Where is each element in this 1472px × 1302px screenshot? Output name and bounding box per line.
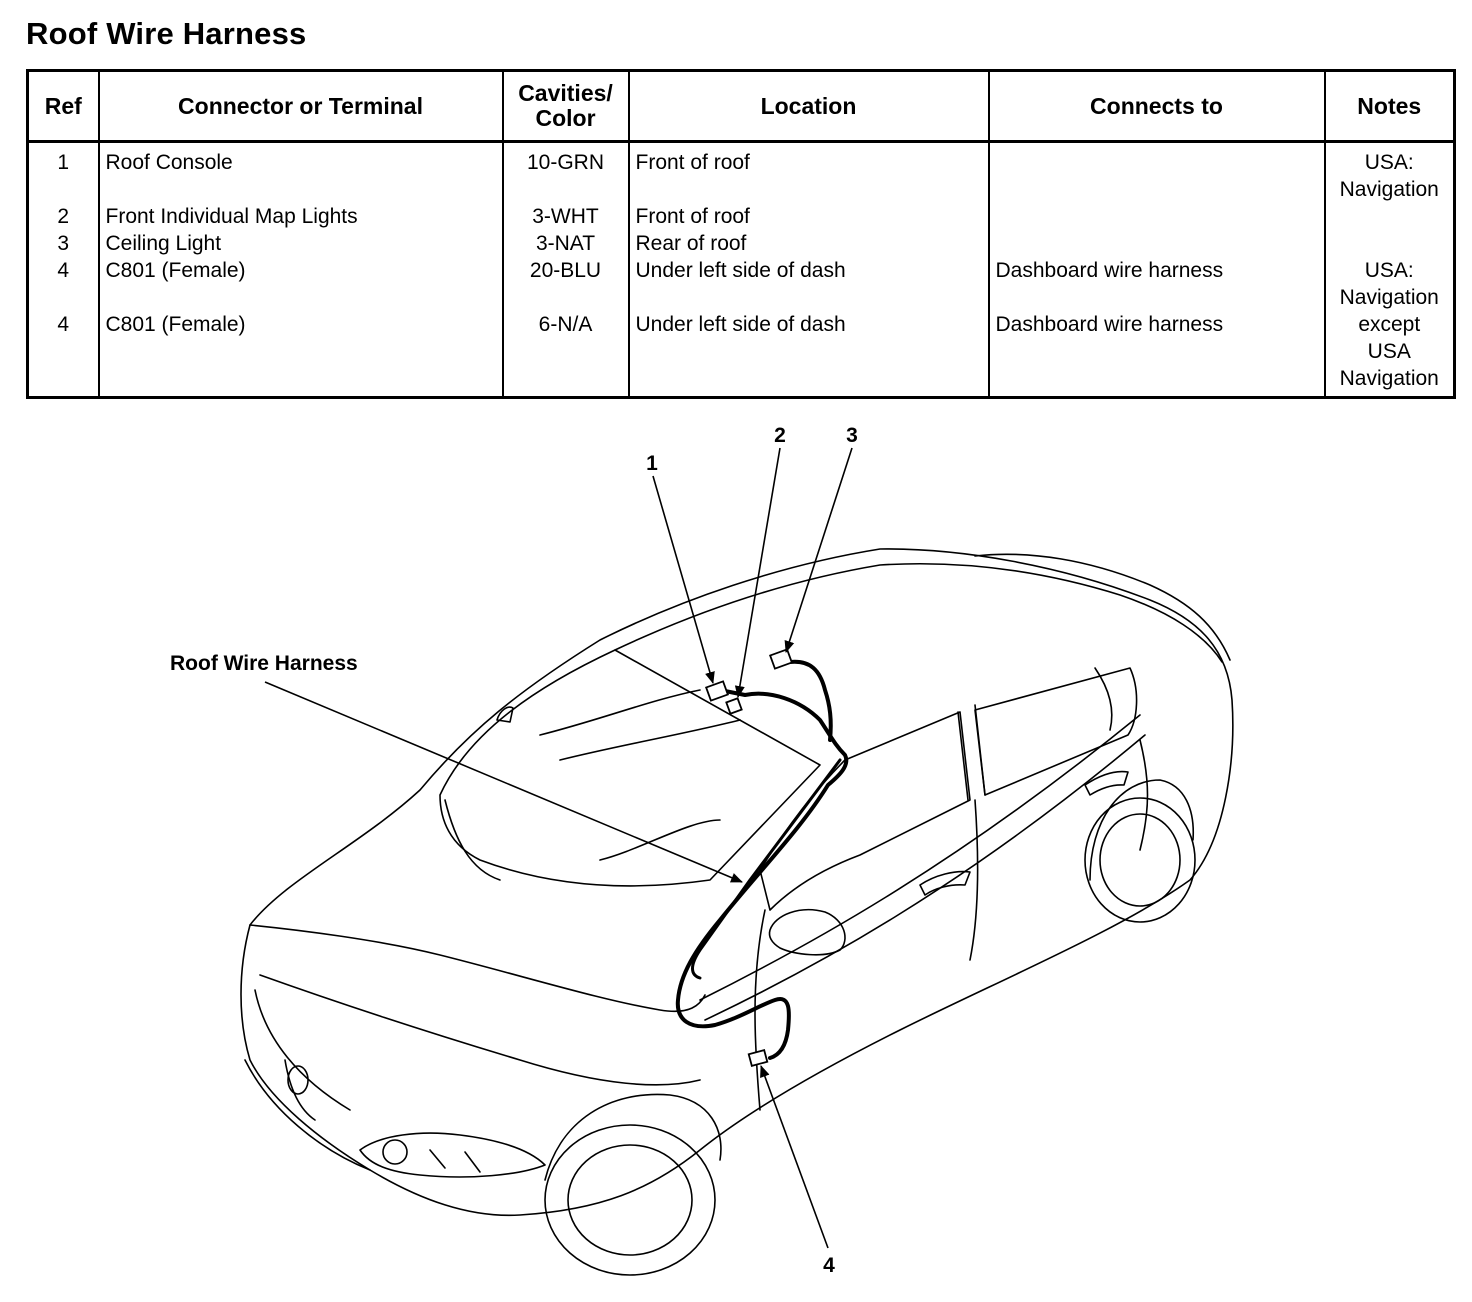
header-cavities: Cavities/ Color — [501, 69, 630, 143]
connector-2 — [725, 697, 743, 715]
connectors — [704, 648, 794, 1067]
header-cavities-line2: Color — [535, 105, 596, 131]
callout-4: 4 — [823, 1254, 835, 1277]
windshield — [439, 649, 821, 887]
cell-cavities: 3-NAT — [501, 230, 630, 257]
leader-harness — [264, 681, 743, 883]
connector-4 — [747, 1049, 769, 1067]
headlight — [359, 1132, 546, 1178]
front-wheel — [544, 1093, 722, 1276]
header-ref: Ref — [26, 69, 100, 143]
header-location: Location — [627, 69, 990, 143]
cell-connects-to — [987, 203, 1326, 230]
cell-cavities: 10-GRN — [501, 141, 630, 203]
cell-ref: 4 — [26, 311, 100, 398]
leader-lines — [264, 447, 853, 1249]
cell-connector: C801 (Female) — [97, 311, 504, 398]
header-connector: Connector or Terminal — [97, 69, 504, 143]
notes-line: except — [1358, 313, 1421, 336]
notes-line: Navigation — [1339, 367, 1439, 390]
leader-2 — [734, 447, 781, 698]
connector-3 — [768, 648, 794, 670]
cell-ref: 1 — [26, 141, 100, 203]
cell-ref: 4 — [26, 257, 100, 311]
cell-notes: USA: Navigation — [1323, 257, 1456, 311]
cell-location: Rear of roof — [627, 230, 990, 257]
connector-table: Ref Connector or Terminal Cavities/ Colo… — [26, 69, 1456, 399]
table-header-row: Ref Connector or Terminal Cavities/ Colo… — [26, 69, 1456, 143]
cell-location: Under left side of dash — [627, 257, 990, 311]
cell-connects-to: Dashboard wire harness — [987, 257, 1326, 311]
side-window-front — [759, 711, 971, 911]
roof-wire-harness — [675, 659, 849, 1060]
cell-connector: Roof Console — [97, 141, 504, 203]
cell-connects-to — [987, 141, 1326, 203]
callout-2: 2 — [774, 424, 786, 447]
hood — [249, 924, 706, 1013]
notes-line: Navigation — [1339, 286, 1439, 309]
car-outline — [240, 548, 1234, 1276]
cell-connector: C801 (Female) — [97, 257, 504, 311]
cell-connects-to — [987, 230, 1326, 257]
table-row: 1 Roof Console 10-GRN Front of roof USA:… — [26, 141, 1456, 203]
car-harness-diagram: 1 2 3 4 Roof Wire Harness — [170, 424, 1234, 1277]
notes-line: USA: — [1364, 151, 1414, 174]
callout-1: 1 — [646, 452, 658, 475]
leader-4 — [760, 1065, 829, 1249]
table-row: 4 C801 (Female) 20-BLU Under left side o… — [26, 257, 1456, 311]
cell-notes — [1323, 230, 1456, 257]
page-title: Roof Wire Harness — [26, 16, 307, 51]
cell-cavities: 3-WHT — [501, 203, 630, 230]
cell-location: Front of roof — [627, 203, 990, 230]
harness-label: Roof Wire Harness — [170, 652, 358, 675]
table-row: 3 Ceiling Light 3-NAT Rear of roof — [26, 230, 1456, 257]
notes-line: Navigation — [1339, 178, 1439, 201]
cell-cavities: 20-BLU — [501, 257, 630, 311]
connector-1 — [704, 680, 730, 702]
cell-connector: Front Individual Map Lights — [97, 203, 504, 230]
cell-ref: 3 — [26, 230, 100, 257]
callout-3: 3 — [846, 424, 858, 447]
side-window-rear — [974, 667, 1138, 796]
cell-notes — [1323, 203, 1456, 230]
rear-wheel — [1084, 779, 1196, 923]
side-mirror — [768, 908, 846, 956]
notes-line: USA — [1367, 340, 1411, 363]
roof-line — [614, 562, 1223, 663]
header-connects-to: Connects to — [987, 69, 1326, 143]
cell-notes: USA: Navigation — [1323, 141, 1456, 203]
car-body-outline — [240, 548, 1234, 1217]
table-row: 2 Front Individual Map Lights 3-WHT Fron… — [26, 203, 1456, 230]
header-notes: Notes — [1323, 69, 1456, 143]
header-cavities-line1: Cavities/ — [518, 80, 613, 106]
cell-ref: 2 — [26, 203, 100, 230]
cell-location: Front of roof — [627, 141, 990, 203]
leader-1 — [652, 475, 715, 684]
cell-connector: Ceiling Light — [97, 230, 504, 257]
leader-3 — [784, 447, 853, 653]
cell-connects-to: Dashboard wire harness — [987, 311, 1326, 398]
table-row: 4 C801 (Female) 6-N/A Under left side of… — [26, 311, 1456, 398]
cell-cavities: 6-N/A — [501, 311, 630, 398]
cell-location: Under left side of dash — [627, 311, 990, 398]
cell-notes: except USA Navigation — [1323, 311, 1456, 398]
notes-line: USA: — [1364, 259, 1414, 282]
